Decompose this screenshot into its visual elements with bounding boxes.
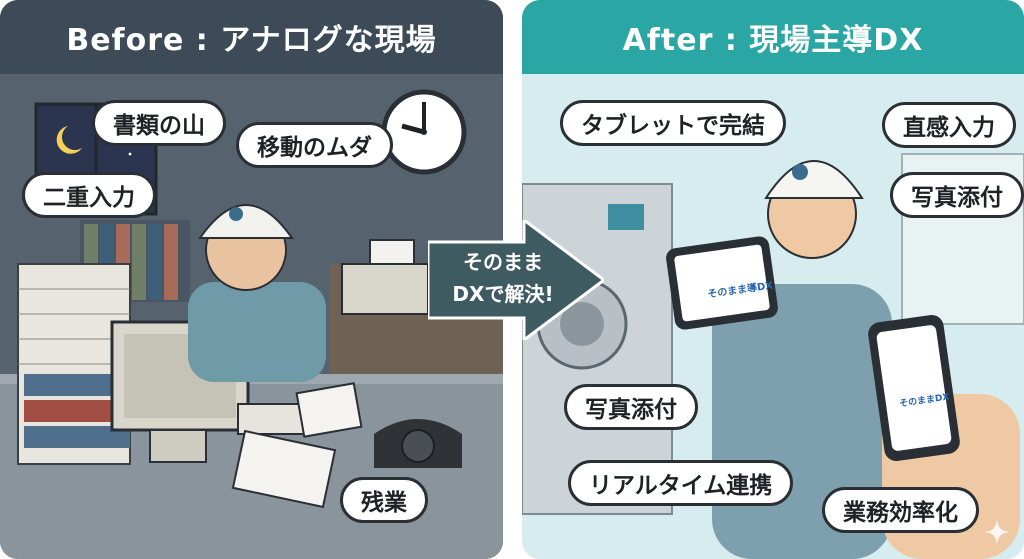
bubble-intuitive: 直感入力 bbox=[882, 102, 1016, 148]
bubble-tablet: タブレットで完結 bbox=[560, 100, 786, 146]
after-title: After : 現場主導DX bbox=[522, 0, 1024, 74]
transition-line-1: そのまま bbox=[463, 250, 543, 274]
transition-line-2: DXで解決! bbox=[452, 282, 554, 306]
smartphone-device bbox=[868, 314, 1020, 559]
bubble-double-entry: 二重入力 bbox=[22, 172, 156, 218]
bubble-efficiency: 業務効率化 bbox=[822, 487, 979, 533]
sparkle-icon bbox=[984, 519, 1010, 545]
wall-clock bbox=[381, 89, 467, 175]
moon-icon bbox=[56, 126, 82, 154]
bubble-movement: 移動のムダ bbox=[236, 122, 393, 168]
bubble-realtime: リアルタイム連携 bbox=[568, 460, 794, 506]
bubble-documents: 書類の山 bbox=[92, 100, 226, 146]
before-panel: Before : アナログな現場 bbox=[0, 0, 503, 559]
fax-machine bbox=[341, 239, 429, 315]
rotary-phone bbox=[374, 419, 462, 468]
gear-icon bbox=[792, 164, 808, 180]
transition-arrow bbox=[428, 220, 604, 340]
before-title: Before : アナログな現場 bbox=[0, 0, 503, 74]
bubble-overtime: 残業 bbox=[340, 477, 428, 523]
bubble-photo-left: 写真添付 bbox=[564, 384, 698, 430]
tablet-device bbox=[666, 236, 778, 330]
transition-label: そのまま DXで解決! bbox=[438, 246, 568, 310]
bubble-photo-top: 写真添付 bbox=[890, 172, 1024, 218]
tired-worker bbox=[188, 204, 326, 435]
